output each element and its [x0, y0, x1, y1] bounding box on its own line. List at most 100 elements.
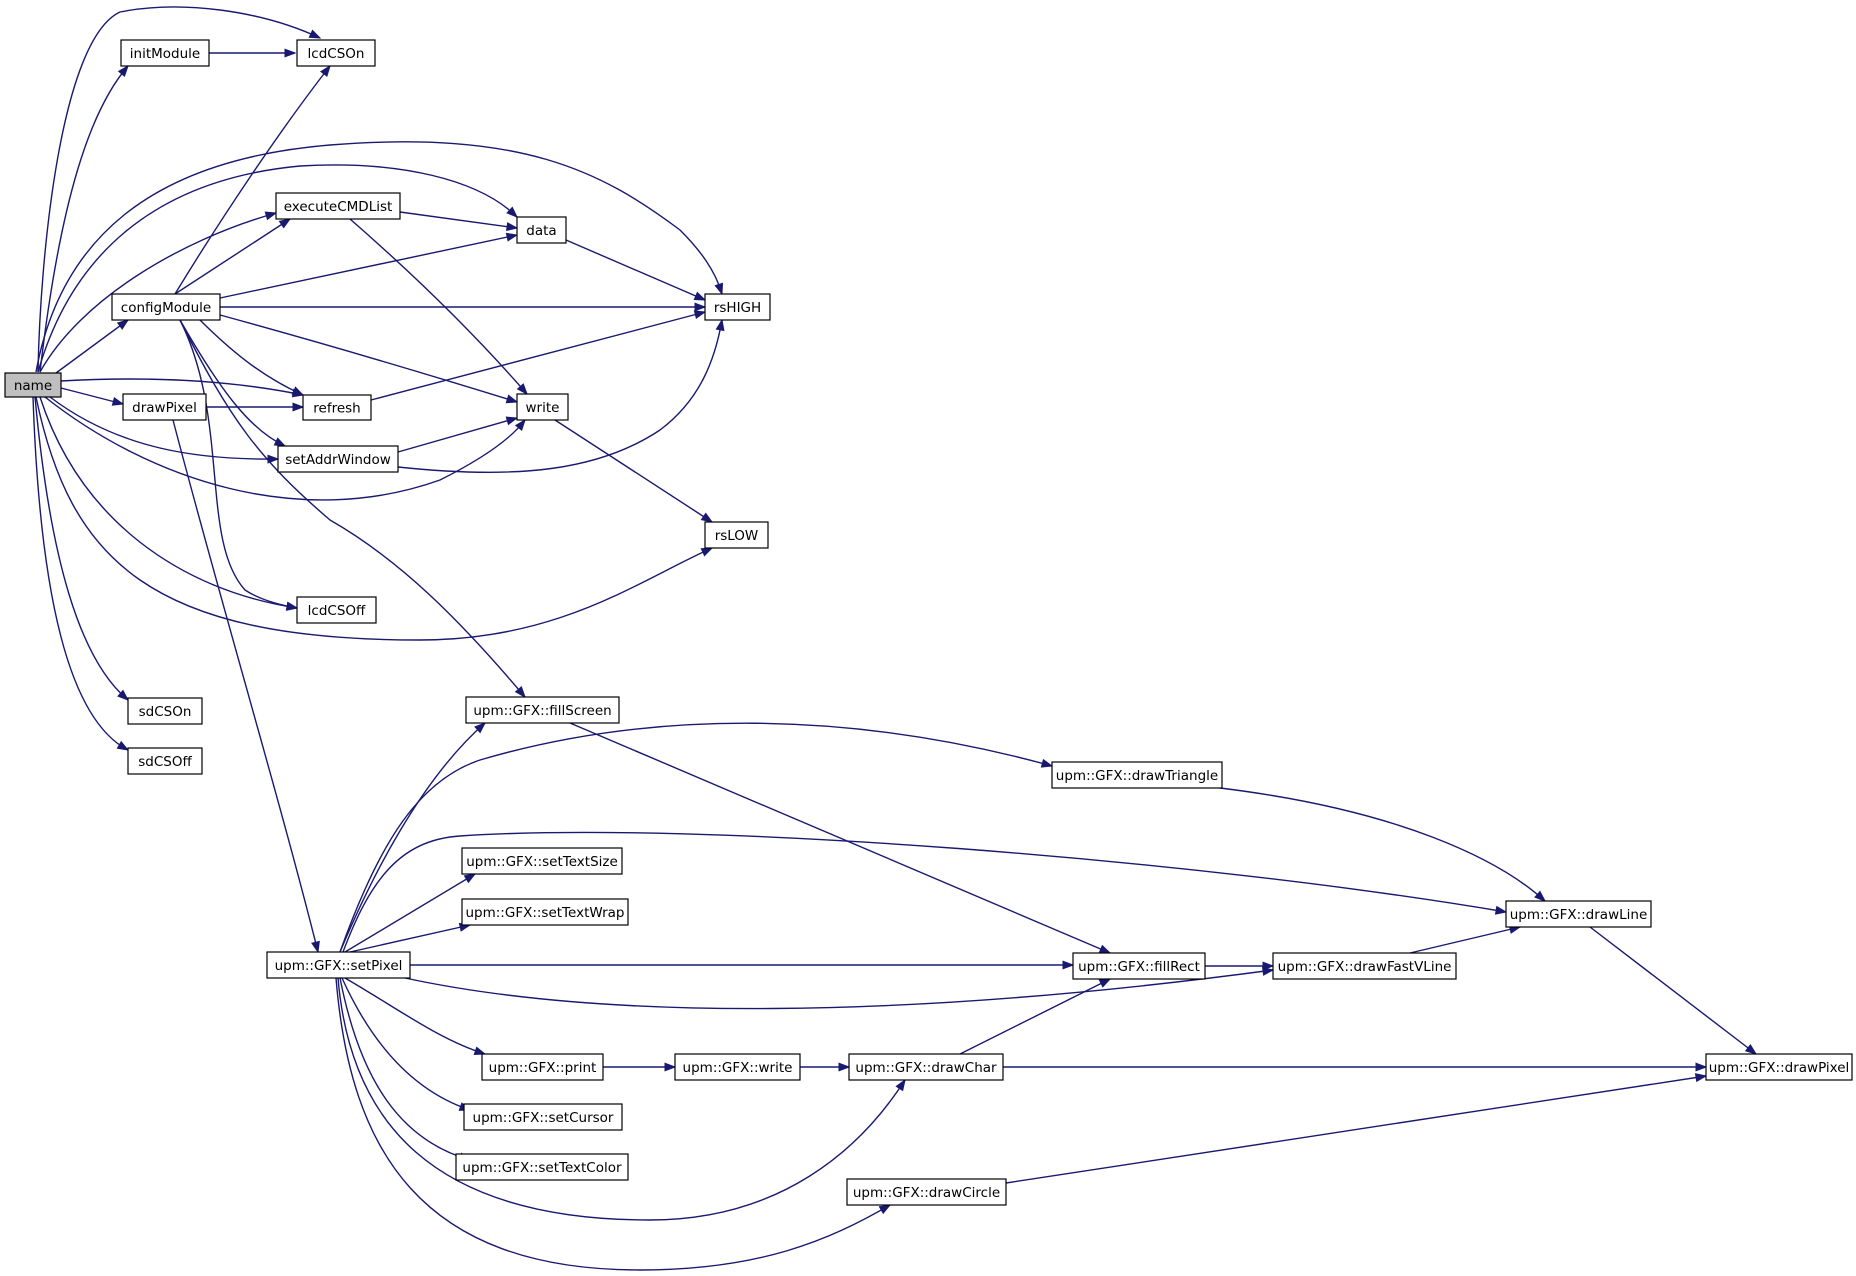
- node-box[interactable]: [846, 1178, 1007, 1206]
- node-setTextColor[interactable]: upm::GFX::setTextColor: [455, 1153, 629, 1181]
- node-box[interactable]: [455, 1153, 629, 1181]
- node-box[interactable]: [1051, 761, 1223, 789]
- node-sdCSOn[interactable]: sdCSOn: [127, 697, 203, 725]
- node-box[interactable]: [127, 747, 203, 775]
- node-sdCSOff[interactable]: sdCSOff: [127, 747, 203, 775]
- node-box[interactable]: [277, 445, 399, 473]
- node-write[interactable]: write: [516, 393, 569, 421]
- node-data[interactable]: data: [516, 216, 567, 244]
- arrowhead-print-gfxwrite: [664, 1062, 677, 1072]
- node-box[interactable]: [296, 596, 377, 624]
- edge-line: [397, 417, 518, 453]
- node-box[interactable]: [275, 192, 401, 220]
- node-box[interactable]: [122, 393, 207, 421]
- node-box[interactable]: [127, 697, 203, 725]
- node-box[interactable]: [266, 951, 411, 979]
- arrowhead-name-data: [506, 206, 519, 218]
- edge-configModule-to-rsHIGH: [220, 302, 707, 312]
- node-box[interactable]: [463, 1103, 623, 1131]
- edge-drawFastVLine-to-drawLine: [1409, 925, 1522, 954]
- arrowhead-drawChar-gfxdrawPixel: [1695, 1062, 1708, 1072]
- node-drawFastVLine[interactable]: upm::GFX::drawFastVLine: [1272, 952, 1457, 980]
- node-initModule[interactable]: initModule: [120, 39, 210, 67]
- nodes-layer: name initModule lcdCSOn executeCMDList data c…: [4, 39, 1853, 1206]
- node-box[interactable]: [704, 293, 771, 321]
- arrowhead-configModule-write: [505, 394, 519, 404]
- node-box[interactable]: [674, 1053, 801, 1081]
- node-box[interactable]: [1705, 1053, 1853, 1081]
- node-box[interactable]: [481, 1053, 604, 1081]
- node-box[interactable]: [296, 39, 376, 67]
- node-print[interactable]: upm::GFX::print: [481, 1053, 604, 1081]
- node-box[interactable]: [516, 216, 567, 244]
- edge-line: [35, 396, 713, 641]
- node-gfxdrawPixel[interactable]: upm::GFX::drawPixel: [1705, 1053, 1853, 1081]
- node-drawPixel[interactable]: drawPixel: [122, 393, 207, 421]
- arrowhead-initModule-lcdCSOn: [284, 48, 297, 58]
- node-name[interactable]: name: [4, 372, 62, 398]
- edge-line: [179, 319, 286, 447]
- node-lcdCSOff[interactable]: lcdCSOff: [296, 596, 377, 624]
- node-label: write: [526, 400, 560, 416]
- node-box[interactable]: [465, 696, 620, 724]
- node-box[interactable]: [111, 293, 221, 321]
- edge-line: [337, 977, 906, 1221]
- node-label: upm::GFX::drawTriangle: [1056, 768, 1218, 784]
- edge-print-to-gfxwrite: [603, 1062, 677, 1072]
- edge-setPixel-to-setTextSize: [344, 873, 477, 953]
- node-executeCMDList[interactable]: executeCMDList: [275, 192, 401, 220]
- node-label: upm::GFX::drawPixel: [1709, 1060, 1850, 1076]
- node-configModule[interactable]: configModule: [111, 293, 221, 321]
- node-setTextSize[interactable]: upm::GFX::setTextSize: [461, 847, 623, 875]
- node-box[interactable]: [120, 39, 210, 67]
- arrowhead-setPixel-setTextSize: [463, 873, 477, 884]
- node-refresh[interactable]: refresh: [302, 394, 372, 421]
- edge-name-to-configModule: [55, 319, 130, 374]
- node-rsLOW[interactable]: rsLOW: [704, 521, 769, 549]
- node-label: upm::GFX::drawCircle: [853, 1185, 1000, 1201]
- node-gfxwrite[interactable]: upm::GFX::write: [674, 1053, 801, 1081]
- node-box[interactable]: [848, 1053, 1004, 1081]
- node-setCursor[interactable]: upm::GFX::setCursor: [463, 1103, 623, 1131]
- node-label: upm::GFX::print: [489, 1060, 597, 1076]
- arrowhead-drawPixel-refresh: [292, 402, 305, 412]
- edge-line: [959, 978, 1111, 1055]
- node-box[interactable]: [1505, 900, 1652, 928]
- arrowhead-drawTriangle-drawLine: [1534, 890, 1547, 902]
- edge-configModule-to-fillScreen: [179, 319, 526, 699]
- node-rsHIGH[interactable]: rsHIGH: [704, 293, 771, 321]
- arrowhead-setAddrWindow-rsHIGH: [715, 318, 725, 332]
- arrowhead-name-rsHIGH: [714, 282, 724, 296]
- edge-line: [554, 419, 713, 523]
- node-box[interactable]: [516, 393, 569, 421]
- arrowhead-fillScreen-fillRect: [1098, 944, 1112, 954]
- node-box[interactable]: [704, 521, 769, 549]
- arrowhead-data-rsHIGH: [693, 291, 707, 301]
- edge-line: [60, 387, 124, 405]
- edge-line: [341, 977, 471, 1111]
- node-box[interactable]: [461, 898, 629, 926]
- node-box[interactable]: [1072, 952, 1206, 980]
- node-drawChar[interactable]: upm::GFX::drawChar: [848, 1053, 1004, 1081]
- node-fillRect[interactable]: upm::GFX::fillRect: [1072, 952, 1206, 980]
- node-setTextWrap[interactable]: upm::GFX::setTextWrap: [461, 898, 629, 926]
- node-drawCircle[interactable]: upm::GFX::drawCircle: [846, 1178, 1007, 1206]
- node-box[interactable]: [302, 394, 372, 421]
- node-fillScreen[interactable]: upm::GFX::fillScreen: [465, 696, 620, 724]
- node-setPixel[interactable]: upm::GFX::setPixel: [266, 951, 411, 979]
- node-box[interactable]: [1272, 952, 1457, 980]
- node-drawTriangle[interactable]: upm::GFX::drawTriangle: [1051, 761, 1223, 789]
- edge-write-to-rsLOW: [554, 419, 714, 523]
- node-setAddrWindow[interactable]: setAddrWindow: [277, 445, 399, 473]
- arrowhead-setPixel-drawCircle: [878, 1204, 892, 1215]
- node-lcdCSOn[interactable]: lcdCSOn: [296, 39, 376, 67]
- edge-line: [349, 218, 528, 395]
- node-box[interactable]: [4, 372, 62, 398]
- arrowhead-drawLine-gfxdrawPixel: [1744, 1044, 1758, 1055]
- node-label: initModule: [130, 46, 200, 62]
- node-box[interactable]: [461, 847, 623, 875]
- node-drawLine[interactable]: upm::GFX::drawLine: [1505, 900, 1652, 928]
- arrowhead-setAddrWindow-write: [505, 416, 519, 426]
- node-label: upm::GFX::write: [683, 1060, 793, 1076]
- edge-line: [349, 924, 471, 953]
